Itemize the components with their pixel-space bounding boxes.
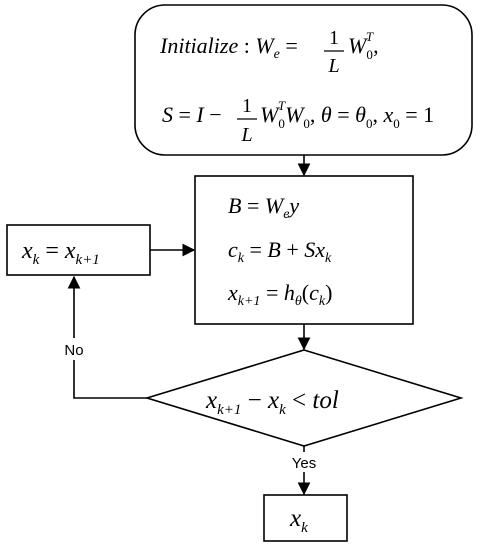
init-line-2: S = I − 1 L W0TW0, θ = θ0, x0 = 1 xyxy=(162,95,434,146)
no-label: No xyxy=(64,342,83,359)
init-box xyxy=(134,4,473,156)
decision-expr: xk+1 − xk < tol xyxy=(205,387,339,418)
init-frac-den: L xyxy=(327,55,339,77)
output-expr: xk xyxy=(289,505,308,536)
init-frac-num: 1 xyxy=(329,27,339,49)
svg-text:W0TW0, θ = θ0, x0 = 1: W0TW0, θ = θ0, x0 = 1 xyxy=(260,98,434,131)
compute-line-1: B = Wey xyxy=(228,193,299,222)
output-box xyxy=(263,494,348,542)
svg-text:S = I −: S = I − xyxy=(162,102,222,127)
svg-text:W0T,: W0T, xyxy=(348,29,379,62)
no-label-bg xyxy=(50,338,98,360)
init-label: Initialize xyxy=(159,33,238,58)
init2-frac-num: 1 xyxy=(242,95,252,117)
update-expr: xk = xk+1 xyxy=(21,238,100,268)
svg-text:Initialize : We =: Initialize : We = xyxy=(159,33,298,62)
yes-label: Yes xyxy=(292,455,316,472)
yes-label-bg xyxy=(283,452,325,472)
edge-no xyxy=(67,275,147,399)
compute-line-3: xk+1 = hθ(ck) xyxy=(227,280,332,309)
init2-frac-den: L xyxy=(240,124,252,146)
compute-line-2: ck = B + Sxk xyxy=(228,237,332,266)
init-line-1: Initialize : We = 1 L W0T, xyxy=(159,27,379,77)
